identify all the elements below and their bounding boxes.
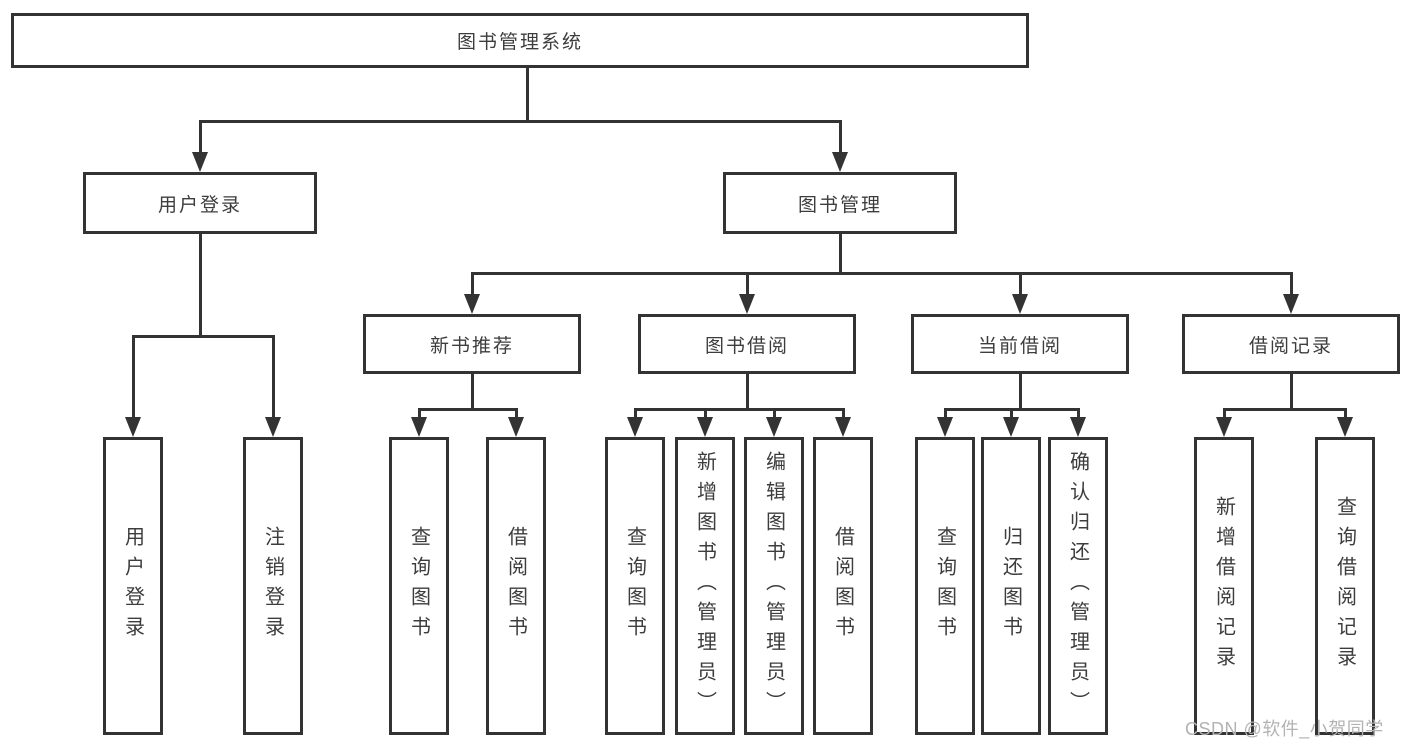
node-user-login-branch: 用户登录 — [83, 172, 317, 234]
connector-vline — [842, 408, 845, 421]
connector-vline — [1010, 408, 1013, 421]
node-query-books-recommend: 查询图书 — [389, 437, 449, 735]
connector-vline — [1290, 374, 1293, 408]
connector-hline — [132, 335, 275, 338]
arrow-down-icon — [1216, 417, 1232, 437]
node-user-login-leaf: 用户登录 — [103, 437, 163, 735]
node-current-borrowing: 当前借阅 — [911, 314, 1129, 374]
connector-hline — [634, 408, 845, 411]
node-label: 图书管理系统 — [456, 32, 583, 53]
node-logout-leaf: 注销登录 — [243, 437, 303, 735]
arrow-down-icon — [937, 417, 953, 437]
connector-vline — [839, 234, 842, 272]
node-confirm-return-admin: 确认归还（管理员） — [1048, 437, 1108, 735]
connector-vline — [526, 68, 529, 120]
node-query-borrow-record: 查询借阅记录 — [1315, 437, 1375, 735]
node-query-books-current: 查询图书 — [915, 437, 975, 735]
arrow-down-icon — [192, 152, 208, 172]
connector-vline — [634, 408, 637, 421]
node-book-borrowing: 图书借阅 — [638, 314, 856, 374]
connector-vline — [1019, 374, 1022, 408]
connector-vline — [1077, 408, 1080, 421]
node-return-books: 归还图书 — [981, 437, 1041, 735]
connector-vline — [199, 234, 202, 335]
node-label: 查询图书 — [623, 526, 646, 646]
arrow-down-icon — [1337, 417, 1353, 437]
arrow-down-icon — [1283, 294, 1299, 314]
node-label: 新增图书（管理员） — [693, 451, 716, 721]
connector-vline — [471, 374, 474, 408]
arrow-down-icon — [125, 417, 141, 437]
connector-vline — [418, 408, 421, 421]
node-label: 借阅记录 — [1248, 335, 1333, 357]
connector-hline — [418, 408, 518, 411]
node-label: 查询借阅记录 — [1333, 496, 1356, 676]
arrow-down-icon — [1003, 417, 1019, 437]
node-label: 归还图书 — [999, 526, 1022, 646]
connector-vline — [1019, 272, 1022, 298]
node-label: 用户登录 — [157, 194, 242, 216]
node-label: 注销登录 — [261, 526, 284, 646]
connector-vline — [199, 120, 202, 154]
node-label: 新增借阅记录 — [1212, 496, 1235, 676]
node-label: 当前借阅 — [977, 335, 1062, 357]
arrow-down-icon — [464, 294, 480, 314]
node-new-book-recommendation: 新书推荐 — [363, 314, 581, 374]
connector-vline — [132, 335, 135, 419]
connector-vline — [515, 408, 518, 421]
node-book-management: 图书管理 — [723, 172, 957, 234]
arrow-down-icon — [697, 417, 713, 437]
node-query-books-borrowing: 查询图书 — [605, 437, 665, 735]
connector-hline — [199, 120, 841, 123]
arrow-down-icon — [508, 417, 524, 437]
connector-vline — [272, 335, 275, 419]
connector-vline — [1290, 272, 1293, 298]
node-add-books-admin: 新增图书（管理员） — [675, 437, 735, 735]
arrow-down-icon — [766, 417, 782, 437]
node-label: 借阅图书 — [504, 526, 527, 646]
arrow-down-icon — [835, 417, 851, 437]
node-label: 借阅图书 — [831, 526, 854, 646]
connector-vline — [471, 272, 474, 298]
arrow-down-icon — [627, 417, 643, 437]
connector-vline — [839, 120, 842, 154]
node-add-borrow-record: 新增借阅记录 — [1194, 437, 1254, 735]
node-label: 查询图书 — [407, 526, 430, 646]
node-edit-books-admin: 编辑图书（管理员） — [744, 437, 804, 735]
node-label: 图书借阅 — [704, 335, 789, 357]
connector-hline — [1223, 408, 1347, 411]
node-label: 编辑图书（管理员） — [762, 451, 785, 721]
connector-vline — [944, 408, 947, 421]
node-label: 用户登录 — [121, 526, 144, 646]
arrow-down-icon — [832, 152, 848, 172]
csdn-watermark: CSDN @软件_小贺同学 — [1185, 719, 1384, 739]
node-library-management-system: 图书管理系统 — [11, 13, 1029, 68]
node-borrowing-records: 借阅记录 — [1182, 314, 1400, 374]
connector-vline — [704, 408, 707, 421]
arrow-down-icon — [1070, 417, 1086, 437]
node-label: 查询图书 — [933, 526, 956, 646]
arrow-down-icon — [1012, 294, 1028, 314]
connector-vline — [1344, 408, 1347, 421]
node-label: 新书推荐 — [429, 335, 514, 357]
arrow-down-icon — [739, 294, 755, 314]
connector-vline — [746, 374, 749, 408]
connector-hline — [471, 272, 1293, 275]
node-borrow-books-leaf: 借阅图书 — [813, 437, 873, 735]
node-borrow-books-recommend: 借阅图书 — [486, 437, 546, 735]
node-label: 图书管理 — [797, 194, 882, 216]
connector-vline — [773, 408, 776, 421]
connector-vline — [1223, 408, 1226, 421]
arrow-down-icon — [411, 417, 427, 437]
arrow-down-icon — [265, 417, 281, 437]
node-label: 确认归还（管理员） — [1066, 451, 1089, 721]
connector-vline — [746, 272, 749, 298]
